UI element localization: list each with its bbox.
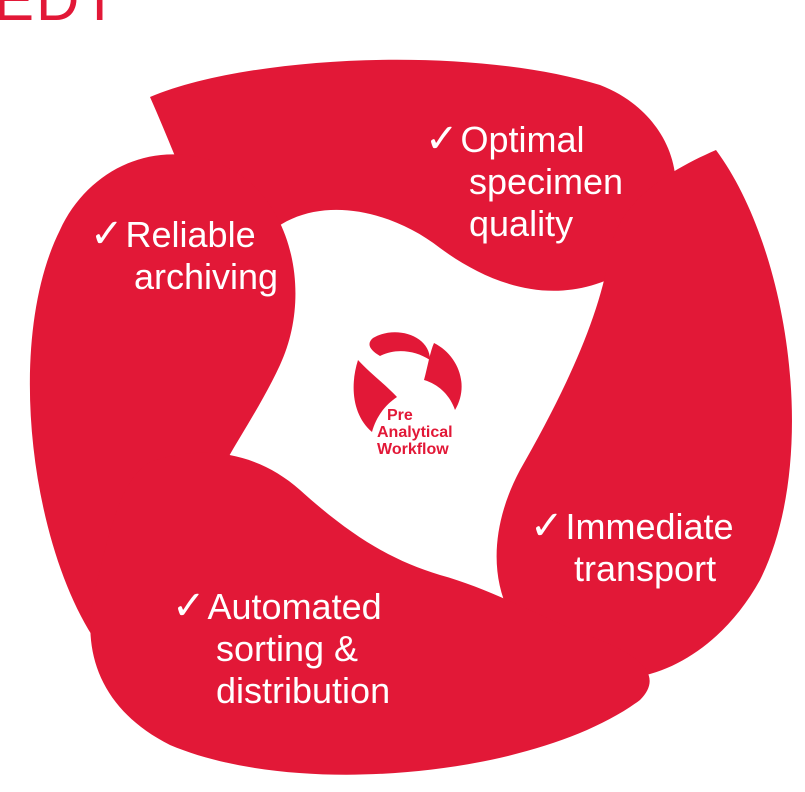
petal-immediate-transport [496,150,792,680]
corner-title: EDT [0,0,120,30]
center-logo-icon [353,332,462,432]
petal-label-automated-sorting: ✓Automated sorting & distribution [172,583,391,711]
petal-label-optimal-quality: ✓Optimal specimen quality [425,116,624,244]
center-logo-text: Pre Analytical Workflow [377,407,453,458]
petal-reliable-archiving [29,154,296,643]
petal-optimal-quality [150,59,676,291]
check-icon: ✓ [90,211,124,257]
check-icon: ✓ [425,116,459,162]
check-icon: ✓ [530,503,564,549]
petal-label-immediate-transport: ✓Immediate transport [530,503,734,589]
petal-label-reliable-archiving: ✓Reliable archiving [90,211,279,297]
petal-automated-sorting [90,452,650,775]
check-icon: ✓ [172,583,206,629]
